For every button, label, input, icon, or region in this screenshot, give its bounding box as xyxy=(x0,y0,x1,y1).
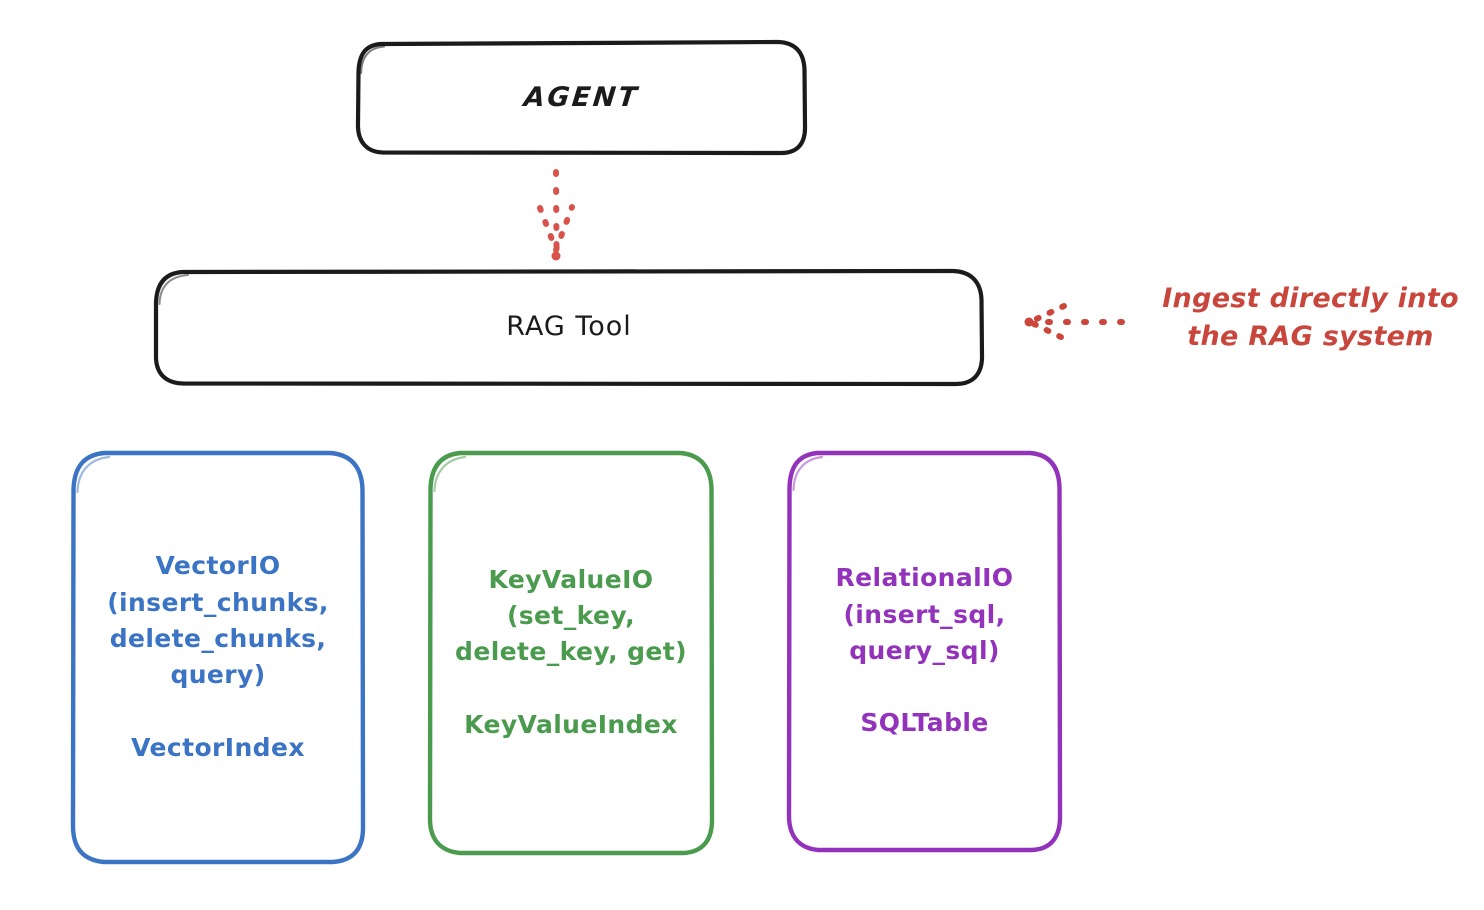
agent-to-rag-tool-connector xyxy=(537,169,575,261)
ingest-to-rag-tool-connector xyxy=(1024,303,1125,341)
node-vector-io[interactable]: VectorIO (insert_chunks, delete_chunks, … xyxy=(73,452,363,862)
agent-box-outline xyxy=(355,39,808,156)
vector-io-box-outline xyxy=(70,450,366,865)
node-key-value-io-label: KeyValueIO (set_key, delete_key, get) Ke… xyxy=(455,564,687,739)
node-rag-tool[interactable]: RAG Tool xyxy=(156,271,982,383)
node-agent-label: AGENT xyxy=(522,81,641,113)
node-relational-io-label: RelationalIO (insert_sql, query_sql) SQL… xyxy=(835,563,1014,738)
relational-io-box-outline xyxy=(786,450,1063,853)
node-agent[interactable]: AGENT xyxy=(358,42,805,153)
node-key-value-io[interactable]: KeyValueIO (set_key, delete_key, get) Ke… xyxy=(430,452,712,853)
node-vector-io-label: VectorIO (insert_chunks, delete_chunks, … xyxy=(107,551,329,762)
rag-tool-box-outline xyxy=(153,268,985,387)
node-relational-io[interactable]: RelationalIO (insert_sql, query_sql) SQL… xyxy=(789,452,1060,850)
annotation-ingest-note: Ingest directly into the RAG system xyxy=(1162,283,1459,353)
node-rag-tool-label: RAG Tool xyxy=(506,311,632,343)
key-value-io-box-outline xyxy=(427,450,715,856)
